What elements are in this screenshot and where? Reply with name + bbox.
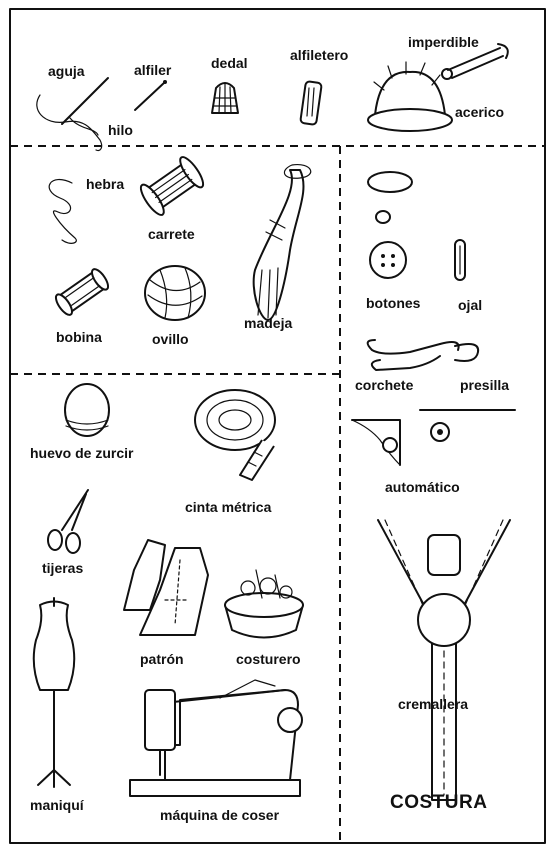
thimble-icon xyxy=(211,82,239,114)
label-maquina-de-coser: máquina de coser xyxy=(160,807,280,823)
label-hebra: hebra xyxy=(86,176,125,192)
label-bobina: bobina xyxy=(56,329,102,345)
label-huevo-de-zurcir: huevo de zurcir xyxy=(30,445,134,461)
label-tijeras: tijeras xyxy=(42,560,84,576)
label-maniqui: maniquí xyxy=(30,797,84,813)
label-ovillo: ovillo xyxy=(152,331,189,347)
darning-egg-icon xyxy=(64,383,110,437)
outer-border xyxy=(9,8,546,844)
label-aguja: aguja xyxy=(48,63,85,79)
label-madeja: madeja xyxy=(244,315,293,331)
label-costurero: costurero xyxy=(236,651,301,667)
label-corchete: corchete xyxy=(355,377,414,393)
needle-case-icon xyxy=(299,80,323,126)
label-automatico: automático xyxy=(385,479,460,495)
ball-of-yarn-icon xyxy=(144,265,206,321)
snap-fastener-icon xyxy=(351,409,516,466)
label-alfiler: alfiler xyxy=(134,62,172,78)
pincushion-icon xyxy=(367,61,453,132)
zipper-icon xyxy=(377,519,511,801)
label-alfiletero: alfiletero xyxy=(290,47,349,63)
label-acerico: acerico xyxy=(455,104,505,120)
label-hilo: hilo xyxy=(108,122,133,138)
label-dedal: dedal xyxy=(211,55,248,71)
label-patron: patrón xyxy=(140,651,184,667)
label-cinta-metrica: cinta métrica xyxy=(185,499,272,515)
sewing-pattern-icon xyxy=(123,539,209,636)
dress-form-icon xyxy=(32,597,76,788)
spool-icon xyxy=(139,156,205,216)
buttons-icon xyxy=(367,171,413,279)
label-imperdible: imperdible xyxy=(408,34,479,50)
label-carrete: carrete xyxy=(148,226,195,242)
buttonhole-icon xyxy=(454,239,466,281)
label-ojal: ojal xyxy=(458,297,483,313)
bobbin-icon xyxy=(54,268,110,316)
thread-strand-icon xyxy=(48,178,77,244)
needle-icon xyxy=(36,77,109,152)
skein-icon xyxy=(252,164,312,321)
scissors-icon xyxy=(47,489,89,554)
tape-measure-icon xyxy=(194,389,276,481)
sheet-title: COSTURA xyxy=(390,792,488,813)
safety-pin-icon xyxy=(441,43,509,80)
sewing-basket-icon xyxy=(224,569,304,639)
label-cremallera: cremallera xyxy=(398,696,469,712)
hook-and-eye-icon xyxy=(366,339,480,371)
label-botones: botones xyxy=(366,295,421,311)
label-presilla: presilla xyxy=(460,377,510,393)
sewing-machine-icon xyxy=(129,679,303,797)
pin-icon xyxy=(134,80,167,111)
